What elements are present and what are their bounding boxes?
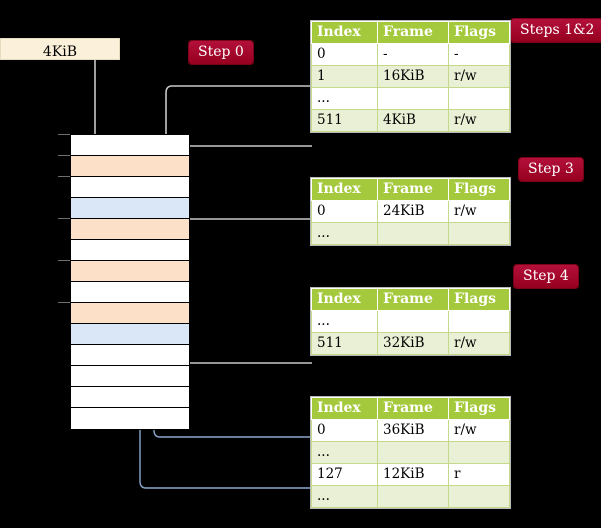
- memory-frame-row: [71, 177, 189, 198]
- badge-step-3-label: Step 3: [528, 161, 574, 177]
- table-cell-flags: r/w: [448, 65, 510, 88]
- table-cell-index: ...: [311, 87, 378, 110]
- badge-step-0-label: Step 0: [198, 44, 244, 60]
- badge-steps-1-2: Steps 1&2: [511, 19, 601, 42]
- memory-tick: [58, 260, 70, 261]
- table-cell-frame: [377, 87, 449, 110]
- table-cell-frame: 12KiB: [377, 463, 449, 486]
- table-cell-frame: 24KiB: [377, 200, 449, 223]
- badge-steps-1-2-label: Steps 1&2: [520, 22, 595, 38]
- table-row: ...: [311, 87, 510, 110]
- memory-frame-row: [71, 219, 189, 240]
- table-cell-flags: [448, 310, 510, 333]
- memory-frame-row: [71, 135, 189, 156]
- memory-frame-row: [71, 261, 189, 282]
- column-header-flags: Flags: [448, 397, 510, 420]
- table-cell-flags: [448, 222, 510, 245]
- table-cell-flags: -: [448, 43, 510, 66]
- table-cell-index: 0: [311, 43, 378, 66]
- table-cell-frame: [377, 222, 449, 245]
- table-cell-flags: [448, 485, 510, 508]
- table-cell-index: ...: [311, 485, 378, 508]
- column-header-flags: Flags: [448, 178, 510, 201]
- table-cell-frame: 32KiB: [377, 332, 449, 355]
- table-cell-frame: 16KiB: [377, 65, 449, 88]
- badge-step-4: Step 4: [514, 265, 578, 288]
- table-cell-frame: [377, 441, 449, 464]
- column-header-index: Index: [311, 288, 378, 311]
- table-row: ...: [311, 310, 510, 333]
- column-header-index: Index: [311, 21, 378, 44]
- memory-frame-row: [71, 345, 189, 366]
- table-cell-index: 127: [311, 463, 378, 486]
- value-box-4kib: 4KiB: [0, 38, 120, 60]
- column-header-frame: Frame: [377, 21, 449, 44]
- column-header-flags: Flags: [448, 21, 510, 44]
- table-cell-index: ...: [311, 310, 378, 333]
- table-cell-index: ...: [311, 222, 378, 245]
- memory-frame-row: [71, 408, 189, 429]
- table-cell-index: 0: [311, 200, 378, 223]
- table-cell-index: 511: [311, 332, 378, 355]
- badge-step-0: Step 0: [189, 41, 253, 64]
- table-cell-flags: [448, 441, 510, 464]
- table-cell-flags: r/w: [448, 332, 510, 355]
- value-box-label: 4KiB: [42, 44, 78, 60]
- table-cell-frame: 4KiB: [377, 109, 449, 132]
- memory-tick: [58, 302, 70, 303]
- memory-column: [70, 134, 190, 430]
- table-cell-frame: 36KiB: [377, 419, 449, 442]
- table-row: 0--: [311, 43, 510, 66]
- memory-frame-row: [71, 366, 189, 387]
- table-cell-flags: r/w: [448, 200, 510, 223]
- memory-frame-row: [71, 303, 189, 324]
- table-cell-index: 0: [311, 419, 378, 442]
- table-row: ...: [311, 441, 510, 464]
- column-header-frame: Frame: [377, 397, 449, 420]
- memory-tick: [58, 155, 70, 156]
- table-cell-index: ...: [311, 441, 378, 464]
- table-cell-frame: [377, 485, 449, 508]
- table-cell-index: 1: [311, 65, 378, 88]
- column-header-flags: Flags: [448, 288, 510, 311]
- memory-tick: [58, 134, 70, 135]
- table-cell-flags: r/w: [448, 419, 510, 442]
- table-cell-flags: r: [448, 463, 510, 486]
- memory-frame-row: [71, 240, 189, 261]
- memory-frame-row: [71, 324, 189, 345]
- table-cell-flags: r/w: [448, 109, 510, 132]
- badge-step-4-label: Step 4: [523, 268, 569, 284]
- table-cell-index: 511: [311, 109, 378, 132]
- column-header-frame: Frame: [377, 178, 449, 201]
- memory-tick: [58, 176, 70, 177]
- memory-frame-row: [71, 156, 189, 177]
- memory-frame-row: [71, 198, 189, 219]
- memory-frame-row: [71, 387, 189, 408]
- table-row: ...: [311, 222, 510, 245]
- column-header-frame: Frame: [377, 288, 449, 311]
- badge-step-3: Step 3: [519, 158, 583, 181]
- table-cell-frame: [377, 310, 449, 333]
- table-cell-frame: -: [377, 43, 449, 66]
- memory-frame-row: [71, 282, 189, 303]
- table-cell-flags: [448, 87, 510, 110]
- column-header-index: Index: [311, 178, 378, 201]
- table-row: ...: [311, 485, 510, 508]
- column-header-index: Index: [311, 397, 378, 420]
- memory-tick: [58, 218, 70, 219]
